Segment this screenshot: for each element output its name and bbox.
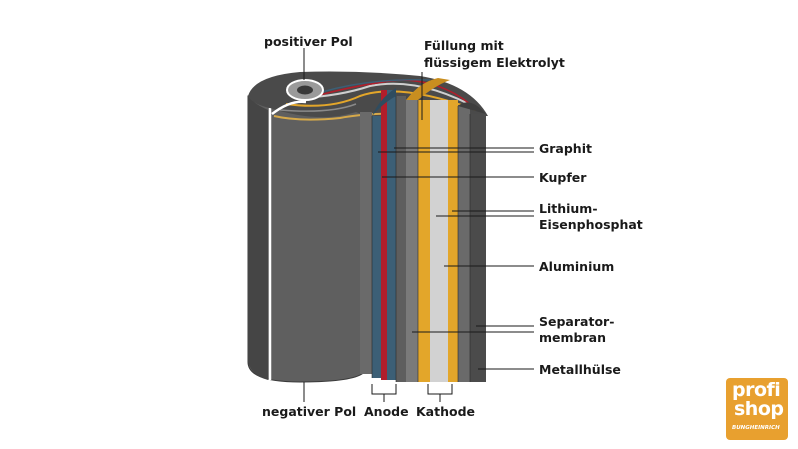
separator-label-line1: Separator-: [539, 314, 615, 329]
positive-pole-label: positiver Pol: [264, 34, 353, 49]
negative-pole-label: negativer Pol: [262, 404, 357, 419]
lithium-label-line1: Lithium-: [539, 201, 598, 216]
cathode-label: Kathode: [416, 404, 476, 419]
copper-layer: [381, 90, 387, 380]
separator-layer-4: [458, 106, 470, 382]
separator-layer-2: [396, 96, 406, 382]
graphite-label: Graphit: [539, 141, 592, 156]
logo-word-profi: profi: [732, 379, 781, 401]
profishop-logo: profi shop BUNGHEINRICH: [726, 378, 788, 440]
rolled-cylinder: [247, 95, 367, 383]
anode-label: Anode: [364, 404, 409, 419]
aluminium-label: Aluminium: [539, 259, 615, 274]
positive-pole-terminal: [271, 79, 324, 115]
logo-subline: BUNGHEINRICH: [732, 425, 780, 431]
separator-layer: [360, 112, 372, 374]
anode-bracket: [371, 384, 397, 395]
filling-label-line2: flüssigem Elektrolyt: [424, 55, 565, 70]
logo-word-shop: shop: [734, 398, 784, 420]
lfp-layer-2: [448, 100, 458, 382]
filling-label-line1: Füllung mit: [424, 38, 504, 53]
leader-lines: [303, 48, 534, 402]
separator-label-line2: membran: [539, 330, 606, 345]
cathode-bracket: [427, 384, 453, 395]
lfp-layer-1: [418, 100, 430, 382]
aluminium-layer: [430, 100, 448, 382]
layer-stack: [360, 78, 486, 382]
copper-label: Kupfer: [539, 170, 587, 185]
graphite-layer-1: [372, 116, 381, 378]
metal-sleeve-layer: [470, 114, 486, 382]
lithium-label-line2: Eisenphosphat: [539, 217, 643, 232]
graphite-layer-2: [387, 90, 396, 380]
separator-layer-3: [406, 100, 418, 382]
metal-sleeve-label: Metallhülse: [539, 362, 621, 377]
